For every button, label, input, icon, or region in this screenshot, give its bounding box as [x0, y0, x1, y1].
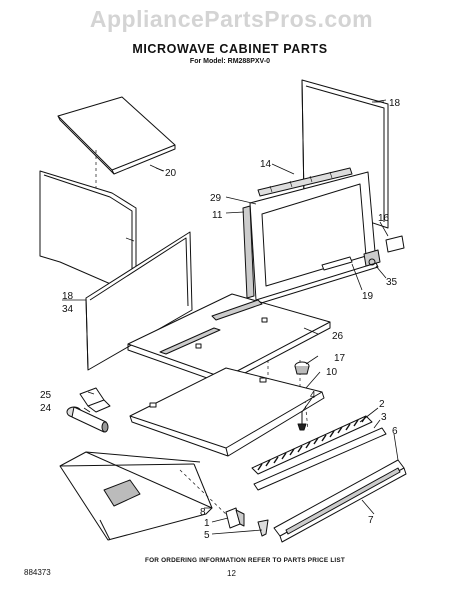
bottom-plate	[59, 451, 213, 541]
long-rail	[253, 427, 387, 491]
shelf-panel	[127, 293, 331, 385]
small-bracket-parts	[363, 235, 405, 267]
callout-34: 34	[62, 304, 74, 315]
ordering-note: FOR ORDERING INFORMATION REFER TO PARTS …	[145, 557, 345, 564]
screw-part	[297, 412, 307, 431]
callout-8: 8	[200, 507, 206, 518]
callout-25: 25	[40, 390, 52, 401]
roller-cup	[294, 361, 310, 375]
rear-panel	[85, 231, 193, 371]
callout-labels: 18 20 14 29 11 16 35 19 18 34 26 17 10 4…	[40, 98, 401, 541]
callout-2: 2	[379, 399, 385, 410]
callout-29: 29	[210, 193, 222, 204]
base-pan	[129, 367, 325, 457]
callout-35: 35	[386, 277, 398, 288]
watermark: AppliancePartsPros.com	[89, 6, 374, 32]
callout-10: 10	[326, 367, 338, 378]
callout-7: 7	[368, 515, 374, 526]
callout-26: 26	[332, 331, 344, 342]
small-clips	[225, 507, 269, 537]
callout-19: 19	[362, 291, 374, 302]
callout-24: 24	[40, 403, 52, 414]
callout-4: 4	[310, 390, 316, 401]
callout-18-left: 18	[62, 291, 74, 302]
document-number: 884373	[24, 568, 51, 577]
diagram-title: MICROWAVE CABINET PARTS	[132, 42, 328, 56]
callout-16: 16	[378, 213, 390, 224]
vent-strip	[251, 415, 373, 475]
callout-14: 14	[260, 159, 272, 170]
callout-11: 11	[212, 210, 223, 221]
callout-20: 20	[165, 168, 177, 179]
callout-5: 5	[204, 530, 210, 541]
latch-and-cylinder	[66, 387, 111, 433]
callout-3: 3	[381, 412, 387, 423]
callout-17: 17	[334, 353, 346, 364]
callout-6: 6	[392, 426, 398, 437]
page-number: 12	[227, 569, 236, 578]
callout-1: 1	[204, 518, 210, 529]
leader-lines	[62, 99, 399, 535]
front-frame	[242, 167, 379, 305]
front-trim-rail	[273, 459, 407, 543]
model-subtitle: For Model: RM288PXV-0	[189, 58, 271, 65]
top-panel	[57, 96, 176, 175]
callout-18-top: 18	[389, 98, 401, 109]
